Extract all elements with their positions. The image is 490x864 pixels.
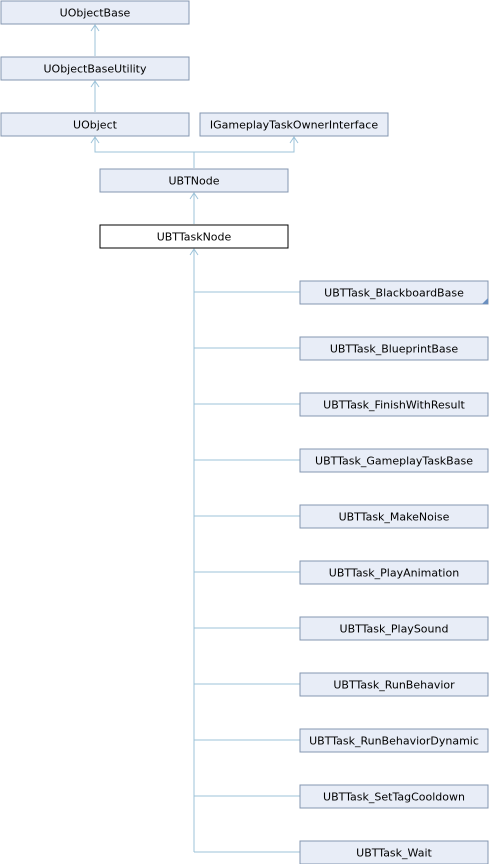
node-ubttask-blueprintbase-label: UBTTask_BlueprintBase	[330, 343, 459, 356]
arrow-igameplaytaskownerinterface	[289, 136, 299, 144]
node-ubttask-playanimation-label: UBTTask_PlayAnimation	[329, 567, 459, 580]
edge-ubtnode-to-uobject	[94, 137, 195, 168]
node-ubtnode[interactable]: UBTNode	[99, 168, 289, 193]
expand-more-icon	[482, 298, 488, 304]
node-ubttasknode[interactable]: UBTTaskNode	[99, 224, 289, 249]
node-uobjectbaseutility[interactable]: UObjectBaseUtility	[0, 56, 190, 81]
node-ubttask-finishwithresult-label: UBTTask_FinishWithResult	[323, 399, 465, 412]
node-ubttask-blackboardbase-label: UBTTask_BlackboardBase	[324, 287, 464, 300]
node-ubttask-playsound[interactable]: UBTTask_PlaySound	[299, 616, 489, 641]
child-branches	[194, 291, 300, 853]
node-ubttask-wait-label: UBTTask_Wait	[356, 847, 432, 860]
arrow-uobjectbase	[90, 24, 100, 32]
node-ubttask-playanimation[interactable]: UBTTask_PlayAnimation	[299, 560, 489, 585]
node-ubttask-finishwithresult[interactable]: UBTTask_FinishWithResult	[299, 392, 489, 417]
node-ubttask-runbehaviordynamic-label: UBTTask_RunBehaviorDynamic	[309, 735, 479, 748]
node-ubttask-makenoise[interactable]: UBTTask_MakeNoise	[299, 504, 489, 529]
node-ubttask-settagcooldown-label: UBTTask_SetTagCooldown	[323, 791, 465, 804]
node-ubttask-gameplaytaskbase-label: UBTTask_GameplayTaskBase	[315, 455, 473, 468]
node-ubtnode-label: UBTNode	[168, 175, 219, 188]
node-ubttask-wait[interactable]: UBTTask_Wait	[299, 840, 489, 864]
node-igameplaytaskownerinterface-label: IGameplayTaskOwnerInterface	[210, 119, 378, 132]
arrow-ubtnode	[189, 192, 199, 200]
node-ubttask-gameplaytaskbase[interactable]: UBTTask_GameplayTaskBase	[299, 448, 489, 473]
node-igameplaytaskownerinterface[interactable]: IGameplayTaskOwnerInterface	[199, 112, 389, 137]
node-uobjectbaseutility-label: UObjectBaseUtility	[43, 63, 147, 76]
node-ubttask-runbehaviordynamic[interactable]: UBTTask_RunBehaviorDynamic	[299, 728, 489, 753]
node-ubttask-runbehavior-label: UBTTask_RunBehavior	[333, 679, 455, 692]
node-uobject[interactable]: UObject	[0, 112, 190, 137]
arrow-uobject	[90, 136, 100, 144]
node-ubttask-playsound-label: UBTTask_PlaySound	[340, 623, 449, 636]
node-ubttask-blackboardbase[interactable]: UBTTask_BlackboardBase	[299, 280, 489, 305]
edge-ubtnode-to-igameplaytaskownerinterface	[194, 137, 295, 153]
node-ubttasknode-label: UBTTaskNode	[157, 231, 232, 244]
node-uobjectbase[interactable]: UObjectBase	[0, 0, 190, 25]
node-ubttask-runbehavior[interactable]: UBTTask_RunBehavior	[299, 672, 489, 697]
arrow-ubttasknode	[189, 248, 199, 256]
node-ubttask-makenoise-label: UBTTask_MakeNoise	[339, 511, 450, 524]
node-uobject-label: UObject	[73, 119, 118, 132]
node-ubttask-blueprintbase[interactable]: UBTTask_BlueprintBase	[299, 336, 489, 361]
node-uobjectbase-label: UObjectBase	[60, 7, 131, 20]
node-ubttask-settagcooldown[interactable]: UBTTask_SetTagCooldown	[299, 784, 489, 809]
child-nodes: UBTTask_BlackboardBaseUBTTask_BlueprintB…	[299, 280, 489, 864]
arrow-uobjectbaseutility	[90, 80, 100, 88]
